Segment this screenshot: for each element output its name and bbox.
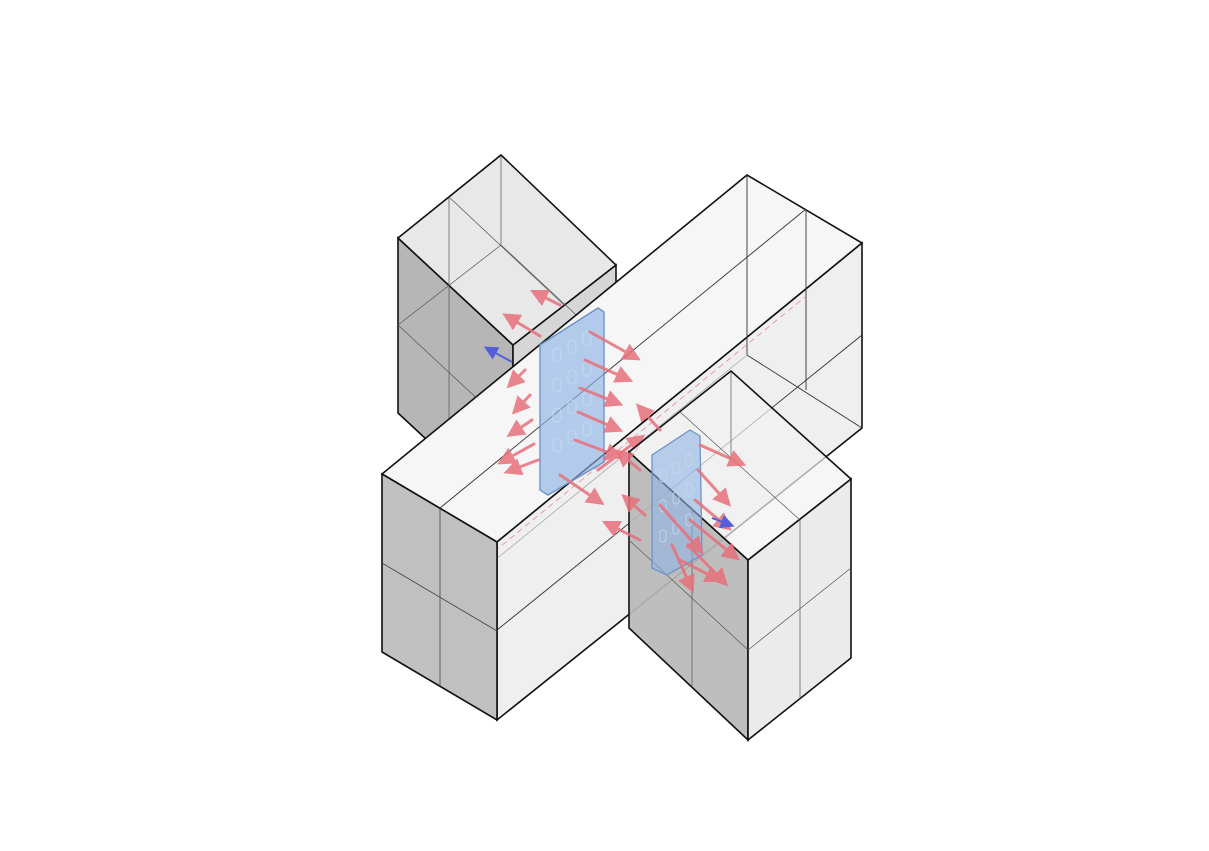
panel-lower <box>601 403 747 594</box>
panel-upper-shape <box>539 307 605 496</box>
panel-upper-cells <box>552 331 592 453</box>
panel-upper-blue-arrow <box>483 346 513 363</box>
box-bottom-left-gridlines <box>381 508 498 686</box>
box-top-left-face-top <box>396 153 618 347</box>
panel-lower-blue-arrow <box>711 514 735 529</box>
box-bottom-left <box>381 472 498 722</box>
